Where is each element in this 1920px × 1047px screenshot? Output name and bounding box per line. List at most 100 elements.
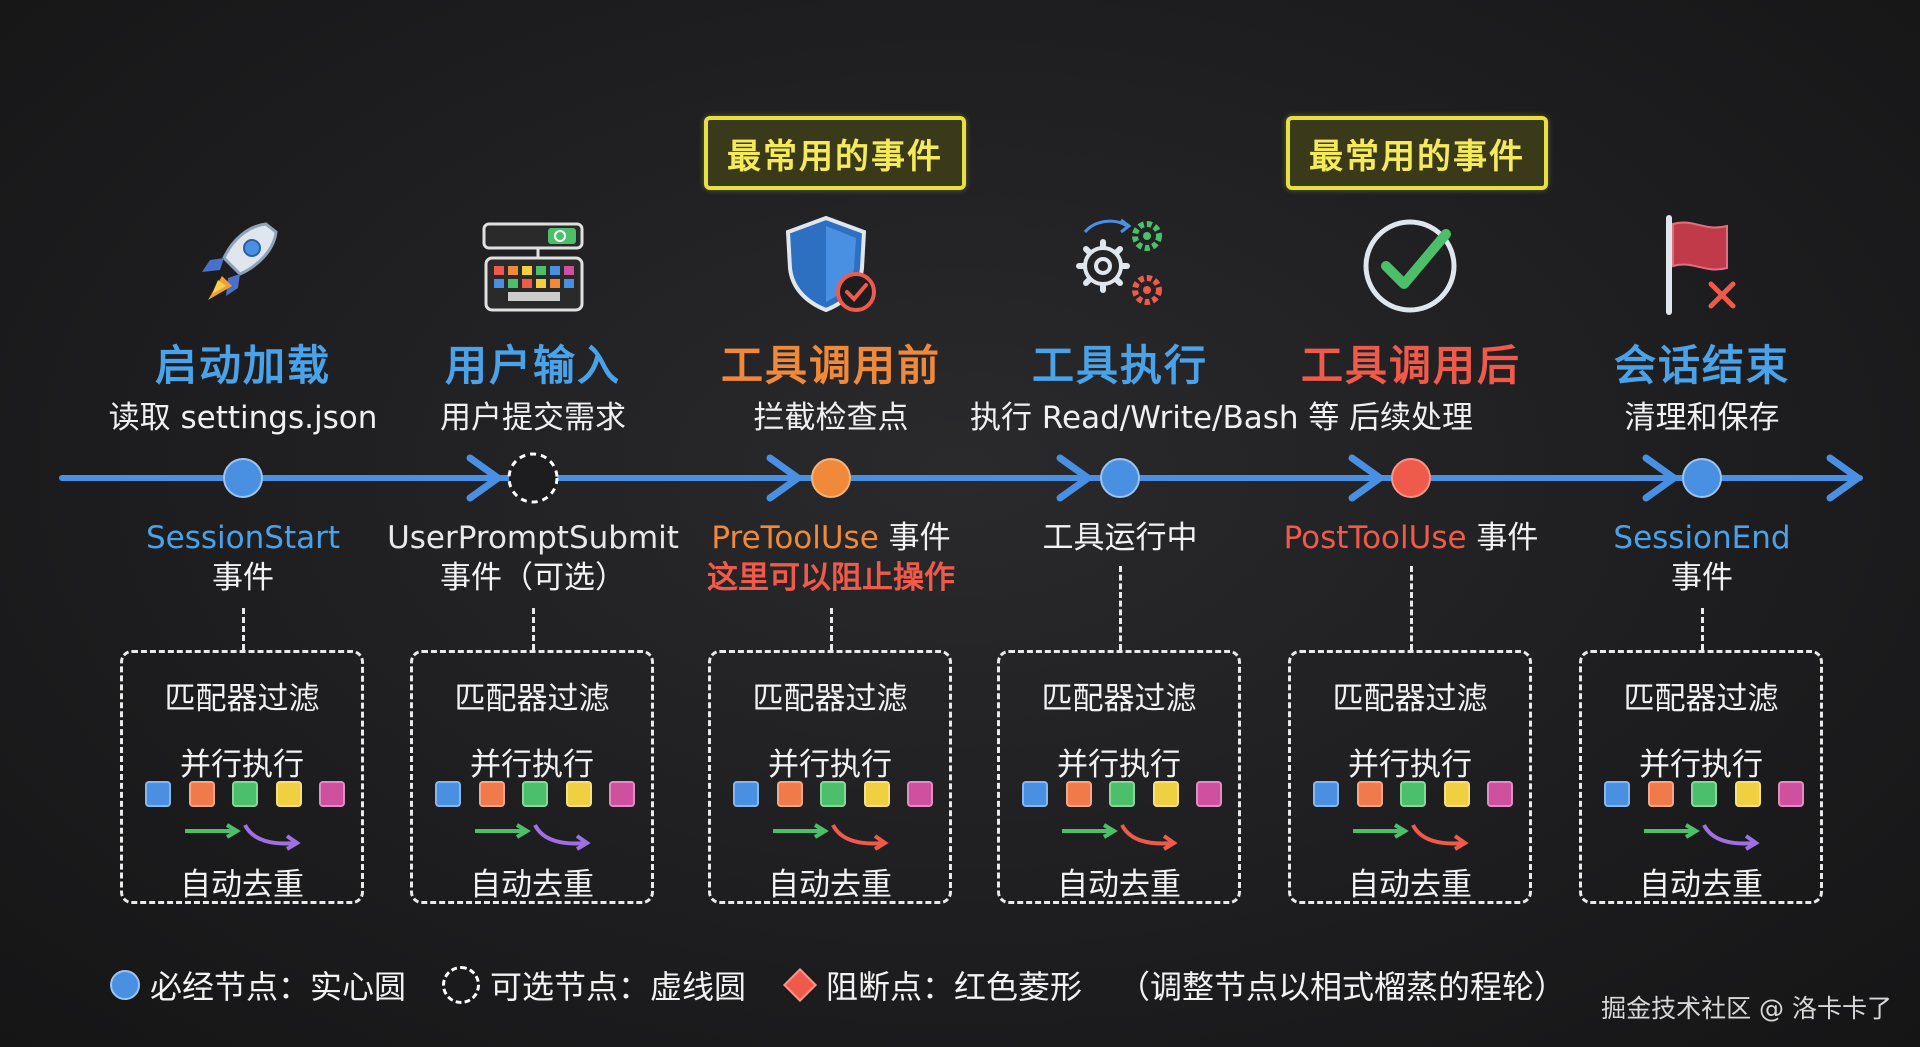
block-hint: 这里可以阻止操作: [707, 560, 955, 596]
legend-item-block: 阻断点：红色菱形: [782, 962, 1082, 1008]
event-name: SessionEnd: [1613, 520, 1791, 556]
dedupe-arrows-icon: [773, 823, 889, 851]
event-label: PostToolUse 事件: [1261, 518, 1561, 558]
parallel-hooks: [1604, 781, 1804, 811]
parallel-exec-label: 并行执行: [1348, 747, 1472, 783]
auto-dedupe-label: 自动去重: [1639, 867, 1763, 903]
connector: [242, 608, 245, 650]
shield-icon: [785, 215, 876, 313]
parallel-exec-label: 并行执行: [470, 747, 594, 783]
node-session-start: [223, 458, 263, 498]
matcher-filter-label: 匹配器过滤: [454, 681, 610, 717]
event-name: UserPromptSubmit: [387, 520, 679, 556]
hook-square: [565, 781, 592, 807]
parallel-exec-label: 并行执行: [768, 747, 892, 783]
event-name: PreToolUse: [711, 520, 879, 556]
filter-box: 匹配器过滤并行执行自动去重: [1579, 650, 1823, 904]
legend-label: 可选节点：虚线圆: [490, 968, 747, 1006]
legend-item-dashed: 可选节点：虚线圆: [442, 962, 746, 1008]
hook-square: [145, 781, 171, 807]
matcher-filter-label: 匹配器过滤: [1332, 681, 1488, 717]
event-label: SessionStart 事件: [93, 518, 393, 598]
timeline-arrowhead: [1826, 454, 1862, 502]
keyboard-icon: [482, 222, 584, 312]
dedupe-arrows-icon: [1062, 823, 1178, 851]
hook-square: [435, 781, 461, 807]
hook-square: [733, 781, 759, 807]
dedupe-arrows-icon: [185, 823, 301, 851]
watermark: 掘金技术社区 @ 洛卡卡了: [1601, 994, 1892, 1023]
event-suffix: 事件: [212, 560, 274, 596]
event-name: SessionStart: [145, 520, 340, 556]
hook-square: [1152, 781, 1179, 807]
stage-subtitle: 执行 Read/Write/Bash 等: [970, 400, 1340, 436]
parallel-hooks: [1313, 781, 1513, 811]
stage-subtitle: 读取 settings.json: [108, 400, 378, 436]
check-icon: [1363, 219, 1457, 313]
stage-title: 工具调用后: [1300, 341, 1521, 390]
most-used-tag-pretooluse: 最常用的事件: [704, 116, 966, 190]
filter-box: 匹配器过滤并行执行自动去重: [997, 650, 1241, 904]
rocket-icon: [202, 222, 278, 300]
hook-square: [1356, 781, 1383, 807]
red-diamond-icon: [783, 968, 818, 1002]
connector: [830, 608, 833, 650]
matcher-filter-label: 匹配器过滤: [752, 681, 908, 717]
event-label: 工具运行中: [970, 518, 1270, 558]
hook-square: [820, 781, 846, 807]
legend-label: 必经节点：实心圆: [150, 968, 407, 1006]
hook-square: [776, 781, 803, 807]
hook-square: [1065, 781, 1092, 807]
event-name: 工具运行中: [1042, 520, 1198, 556]
event-label: SessionEnd 事件: [1552, 518, 1852, 598]
most-used-tag-posttooluse: 最常用的事件: [1286, 116, 1548, 190]
stage-title: 工具执行: [1031, 341, 1208, 390]
hook-square: [1443, 781, 1470, 807]
parallel-hooks: [145, 781, 345, 811]
connector: [532, 608, 535, 650]
parallel-exec-label: 并行执行: [1639, 747, 1763, 783]
solid-circle-icon: [110, 970, 140, 1000]
auto-dedupe-label: 自动去重: [180, 867, 304, 903]
event-label: PreToolUse 事件 这里可以阻止操作: [681, 518, 981, 598]
hook-square: [1109, 781, 1135, 807]
parallel-hooks: [733, 781, 933, 811]
stage-title: 工具调用前: [720, 341, 941, 390]
hook-square: [275, 781, 302, 807]
event-suffix: 事件（可选）: [440, 560, 626, 596]
timeline-arrowhead: [1056, 454, 1092, 502]
hook-square: [319, 781, 345, 807]
dedupe-arrows-icon: [475, 823, 591, 851]
gears-icon: [1076, 218, 1162, 305]
hook-square: [1604, 781, 1630, 807]
flag-icon: [1666, 215, 1736, 315]
event-suffix: 事件: [1671, 560, 1733, 596]
hook-square: [1734, 781, 1761, 807]
hook-square: [188, 781, 215, 807]
node-tool-exec: [1100, 458, 1140, 498]
hook-square: [1778, 781, 1804, 807]
hook-square: [478, 781, 505, 807]
filter-box: 匹配器过滤并行执行自动去重: [1288, 650, 1532, 904]
filter-box: 匹配器过滤并行执行自动去重: [120, 650, 364, 904]
timeline-arrowhead: [1642, 454, 1678, 502]
timeline-arrowhead: [466, 454, 502, 502]
event-label: UserPromptSubmit 事件（可选）: [383, 518, 683, 598]
stage-title: 用户输入: [444, 341, 621, 390]
timeline-arrowhead: [1348, 454, 1384, 502]
connector: [1410, 566, 1413, 650]
parallel-hooks: [1022, 781, 1222, 811]
connector: [1701, 608, 1704, 650]
stage-subtitle: 拦截检查点: [753, 400, 909, 436]
stage-subtitle: 用户提交需求: [440, 400, 626, 436]
parallel-exec-label: 并行执行: [1057, 747, 1181, 783]
connector: [1119, 566, 1122, 650]
stage-subtitle: 清理和保存: [1624, 400, 1780, 436]
hook-square: [1647, 781, 1674, 807]
dedupe-arrows-icon: [1353, 823, 1469, 851]
hook-square: [232, 781, 258, 807]
matcher-filter-label: 匹配器过滤: [164, 681, 320, 717]
legend-note: （调整节点以相式榴蒸的程轮）: [1118, 968, 1567, 1006]
dedupe-arrows-icon: [1644, 823, 1760, 851]
parallel-exec-label: 并行执行: [180, 747, 304, 783]
